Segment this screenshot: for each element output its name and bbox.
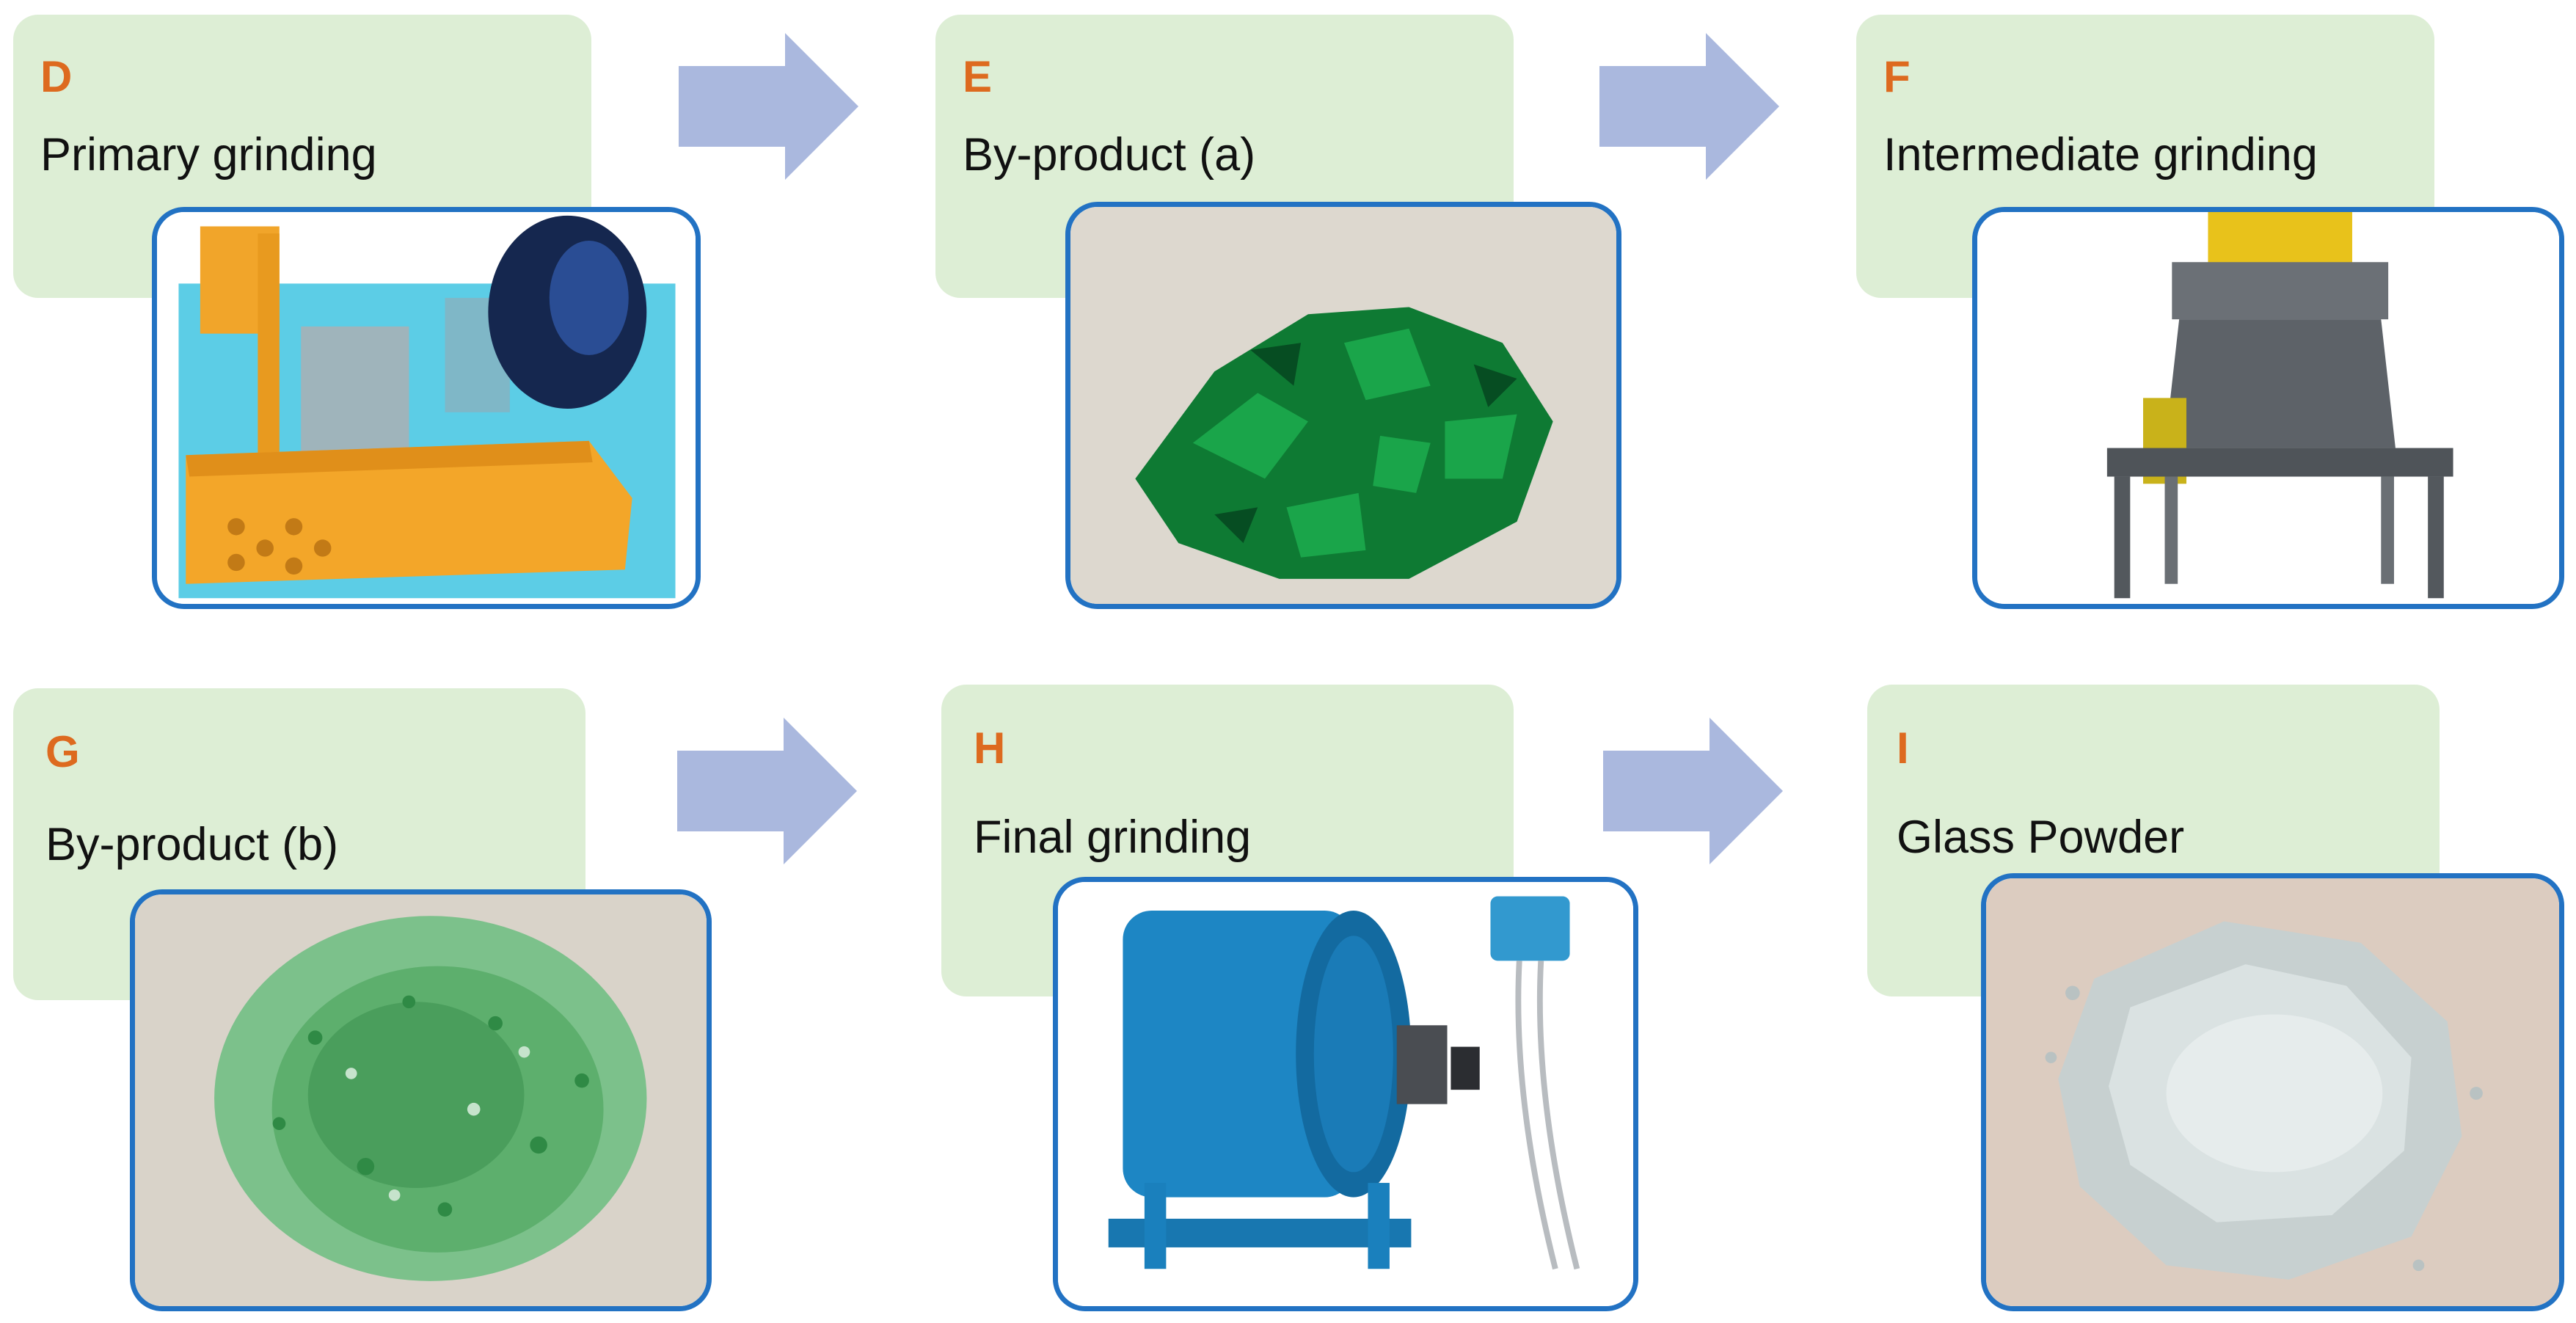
flow-arrow-right-icon xyxy=(1599,718,1787,864)
hammer-mill-photo xyxy=(1972,207,2564,609)
flow-arrow-right-icon xyxy=(674,718,861,864)
crushed-green-glass-photo xyxy=(130,889,712,1311)
step-letter: H xyxy=(974,724,1006,773)
step-letter: F xyxy=(1883,52,1911,101)
step-label: Final grinding xyxy=(974,812,1252,863)
step-label: By-product (b) xyxy=(45,819,339,870)
jaw-crusher-photo xyxy=(152,207,701,609)
ball-mill-photo xyxy=(1053,877,1638,1311)
green-glass-shards-photo xyxy=(1065,202,1621,609)
step-label: Primary grinding xyxy=(40,129,377,181)
step-label: By-product (a) xyxy=(963,129,1256,181)
step-letter: E xyxy=(963,52,993,101)
step-label: Intermediate grinding xyxy=(1883,129,2318,181)
step-letter: G xyxy=(45,727,80,776)
flow-arrow-right-icon xyxy=(1599,33,1779,180)
step-letter: D xyxy=(40,52,73,101)
step-letter: I xyxy=(1897,724,1909,773)
flow-arrow-right-icon xyxy=(679,33,858,180)
step-label: Glass Powder xyxy=(1897,812,2185,863)
glass-powder-photo xyxy=(1981,873,2564,1311)
